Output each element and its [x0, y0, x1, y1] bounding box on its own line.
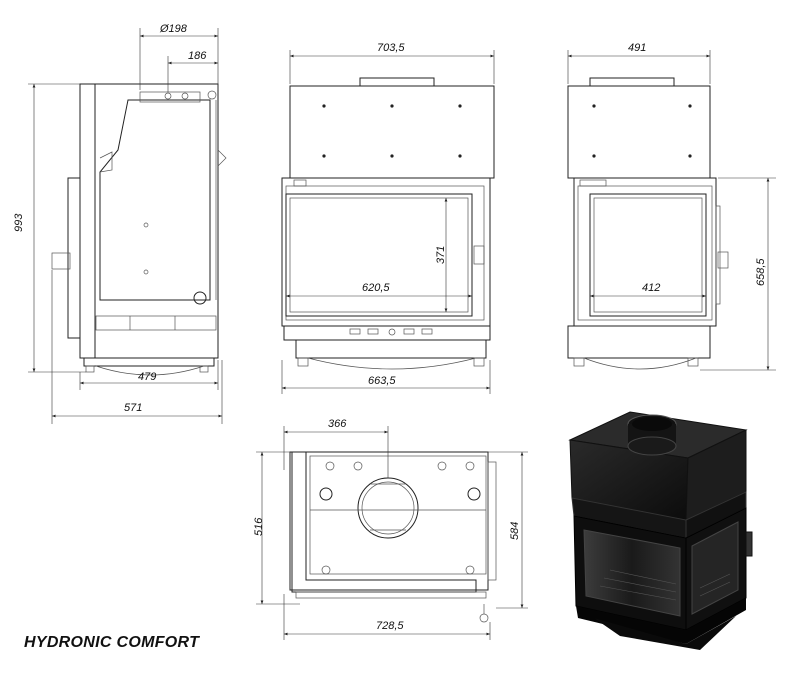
side-view: Ø198 186 993 479 571 — [13, 23, 227, 424]
dim-front-glass-width: 620,5 — [362, 282, 390, 294]
dim-top-depth-right: 584 — [509, 522, 521, 540]
dim-top-flue-offset: 366 — [328, 418, 347, 430]
top-view: 366 516 584 728,5 — [253, 418, 528, 640]
right-view: 491 412 658,5 — [567, 42, 776, 371]
dim-side-total-depth: 571 — [124, 402, 142, 414]
dim-front-glass-height: 371 — [435, 246, 447, 264]
dim-right-height: 658,5 — [755, 258, 767, 286]
dim-side-height: 993 — [13, 213, 25, 232]
dim-side-flue-diameter: Ø198 — [159, 23, 188, 35]
dim-side-base-depth: 479 — [138, 371, 156, 383]
dim-front-base-width: 663,5 — [368, 375, 396, 387]
dim-top-width: 728,5 — [376, 620, 404, 632]
dim-right-glass-width: 412 — [642, 282, 660, 294]
product-title: HYDRONIC COMFORT — [24, 634, 200, 651]
dim-top-depth-left: 516 — [253, 517, 265, 536]
fireplace-3d-render — [568, 411, 753, 650]
dim-right-top-width: 491 — [628, 42, 646, 54]
front-view: 703,5 371 620,5 663,5 — [281, 42, 495, 394]
dim-front-top-width: 703,5 — [377, 42, 405, 54]
dim-side-flue-offset: 186 — [188, 50, 207, 62]
